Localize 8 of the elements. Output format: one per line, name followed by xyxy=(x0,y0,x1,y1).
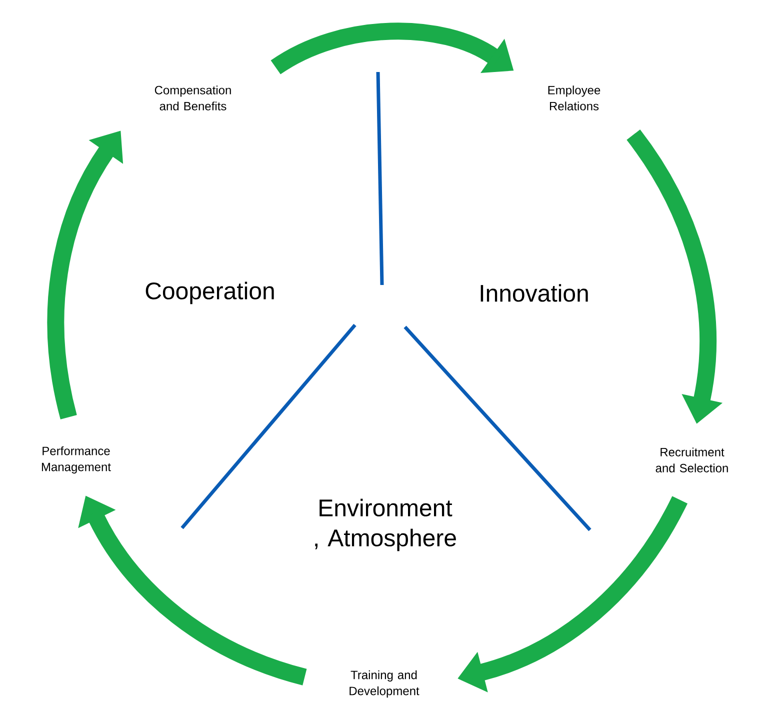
step-label: Training and Development xyxy=(350,670,420,698)
step-label: Performance Management xyxy=(42,446,111,474)
sector-label: Innovation xyxy=(480,284,588,302)
sector-label: Environment , Atmosphere xyxy=(315,498,456,552)
step-label: Compensation and Benefits xyxy=(154,86,231,110)
sector-label: Cooperation xyxy=(146,282,274,304)
step-label: Employee Relations xyxy=(548,86,600,110)
step-label: Recruitment and Selection xyxy=(656,448,728,472)
